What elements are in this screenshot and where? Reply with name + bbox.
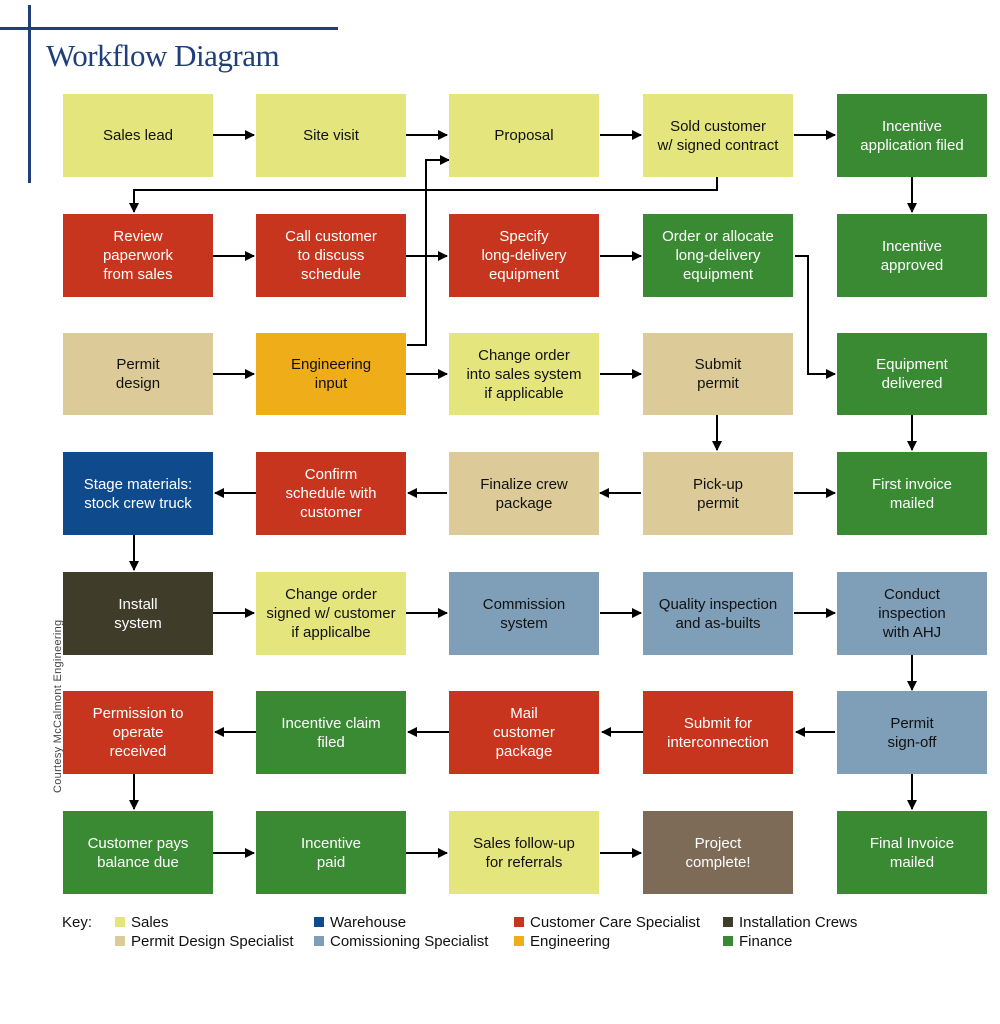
arrow [407, 155, 450, 346]
key-swatch-commissioning [314, 936, 324, 946]
key-item-sales: Sales [115, 914, 169, 931]
box-incentive-approved: Incentive approved [837, 214, 987, 297]
key-swatch-engineering [514, 936, 524, 946]
title-rule-vertical [28, 5, 31, 183]
key-item-installation: Installation Crews [723, 914, 857, 931]
key-swatch-sales [115, 917, 125, 927]
box-change-order-sales: Change order into sales system if applic… [449, 333, 599, 415]
box-finalize-crew: Finalize crew package [449, 452, 599, 535]
key-item-permit: Permit Design Specialist [115, 933, 294, 950]
key-label: Key: [62, 914, 93, 931]
key-item-engineering: Engineering [514, 933, 610, 950]
box-quality-inspection: Quality inspection and as-builts [643, 572, 793, 655]
page-title: Workflow Diagram [46, 38, 280, 73]
box-customer-pays: Customer pays balance due [63, 811, 213, 894]
box-permit-signoff: Permit sign-off [837, 691, 987, 774]
key-swatch-warehouse [314, 917, 324, 927]
key-swatch-finance [723, 936, 733, 946]
box-change-order-signed: Change order signed w/ customer if appli… [256, 572, 406, 655]
box-first-invoice: First invoice mailed [837, 452, 987, 535]
box-sales-followup: Sales follow-up for referrals [449, 811, 599, 894]
box-sold-customer: Sold customer w/ signed contract [643, 94, 793, 177]
key-item-customer-care: Customer Care Specialist [514, 914, 700, 931]
box-project-complete: Project complete! [643, 811, 793, 894]
key-swatch-permit [115, 936, 125, 946]
box-submit-permit: Submit permit [643, 333, 793, 415]
box-specify-equipment: Specify long-delivery equipment [449, 214, 599, 297]
key-item-finance: Finance [723, 933, 792, 950]
box-permission-operate: Permission to operate received [63, 691, 213, 774]
box-stage-materials: Stage materials: stock crew truck [63, 452, 213, 535]
box-incentive-paid: Incentive paid [256, 811, 406, 894]
key-swatch-installation [723, 917, 733, 927]
box-install-system: Install system [63, 572, 213, 655]
title-rule-horizontal [0, 27, 338, 30]
box-incentive-application: Incentive application filed [837, 94, 987, 177]
box-conduct-inspection: Conduct inspection with AHJ [837, 572, 987, 655]
box-equipment-delivered: Equipment delivered [837, 333, 987, 415]
key-item-warehouse: Warehouse [314, 914, 406, 931]
box-pickup-permit: Pick-up permit [643, 452, 793, 535]
box-permit-design: Permit design [63, 333, 213, 415]
box-incentive-claim: Incentive claim filed [256, 691, 406, 774]
box-confirm-schedule: Confirm schedule with customer [256, 452, 406, 535]
arrow [795, 255, 836, 379]
box-final-invoice: Final Invoice mailed [837, 811, 987, 894]
box-submit-interconnection: Submit for interconnection [643, 691, 793, 774]
box-site-visit: Site visit [256, 94, 406, 177]
box-mail-package: Mail customer package [449, 691, 599, 774]
box-call-customer: Call customer to discuss schedule [256, 214, 406, 297]
box-commission-system: Commission system [449, 572, 599, 655]
key-swatch-customer-care [514, 917, 524, 927]
box-review-paperwork: Review paperwork from sales [63, 214, 213, 297]
key-item-commissioning: Comissioning Specialist [314, 933, 488, 950]
box-proposal: Proposal [449, 94, 599, 177]
box-order-equipment: Order or allocate long-delivery equipmen… [643, 214, 793, 297]
box-sales-lead: Sales lead [63, 94, 213, 177]
box-engineering-input: Engineering input [256, 333, 406, 415]
